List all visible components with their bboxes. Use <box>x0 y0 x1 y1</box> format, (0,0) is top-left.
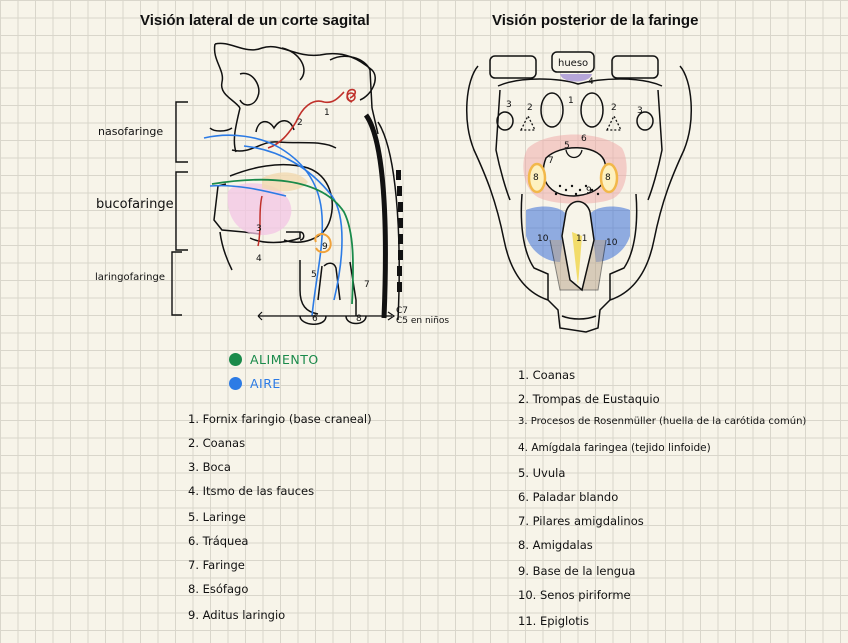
hueso-box <box>551 51 595 73</box>
right-bone-block <box>611 55 659 79</box>
right-number-11: 11 <box>576 234 588 244</box>
right-eustachian-tube <box>605 114 623 131</box>
palate-shape <box>262 172 308 192</box>
right-list-item: 5. Uvula <box>518 466 566 480</box>
left-list-item: 4. Itsmo de las fauces <box>188 484 315 498</box>
left-list-item: 6. Tráquea <box>188 534 249 548</box>
right-number-2-left: 2 <box>527 103 533 113</box>
aditus-mark <box>314 233 332 254</box>
right-tonsil-shape <box>599 162 619 194</box>
vertebra-label-c5: C5 en niños <box>396 316 450 326</box>
right-number-3-right: 3 <box>637 106 643 116</box>
vertebra-level-arrow <box>257 311 396 321</box>
legend-label-food: ALIMENTO <box>250 352 319 367</box>
right-diagram-title: Visión posterior de la faringe <box>492 12 699 29</box>
mouth-line <box>257 195 263 247</box>
right-list-item: 3. Procesos de Rosenmüller (huella de la… <box>518 416 807 427</box>
left-list-item: 5. Laringe <box>188 510 246 524</box>
left-number-3: 3 <box>256 224 262 234</box>
legend-item-air: AIRE <box>229 376 281 391</box>
right-number-6: 6 <box>581 134 587 144</box>
left-list-item: 3. Boca <box>188 460 231 474</box>
region-nasofaringe: nasofaringe <box>98 125 164 138</box>
left-diagram-title: Visión lateral de un corte sagital <box>140 12 370 29</box>
left-list-item: 7. Faringe <box>188 558 245 572</box>
vertebra-label-c7: C7 <box>396 306 409 316</box>
left-number-5: 5 <box>311 270 317 280</box>
hueso-label: hueso <box>558 58 589 69</box>
left-list-item: 8. Esófago <box>188 582 249 596</box>
left-number-9: 9 <box>322 242 328 252</box>
adenoid-shape <box>560 74 592 82</box>
left-number-4: 4 <box>256 254 262 264</box>
right-list-item: 2. Trompas de Eustaquio <box>518 392 660 406</box>
legend-item-food: ALIMENTO <box>229 352 319 367</box>
left-list-item: 1. Fornix faringio (base craneal) <box>188 412 372 426</box>
artery-path <box>267 88 357 149</box>
epiglottis-yellow <box>572 232 582 286</box>
right-list-item: 8. Amigdalas <box>518 538 593 552</box>
right-list-item: 1. Coanas <box>518 368 576 382</box>
right-number-5: 5 <box>564 141 570 151</box>
left-number-6: 6 <box>312 314 318 324</box>
spine <box>363 113 403 321</box>
right-number-7: 7 <box>548 156 554 166</box>
left-number-8: 8 <box>356 314 362 324</box>
right-number-4: 4 <box>588 77 594 87</box>
region-braces <box>171 101 188 316</box>
left-list-item: 2. Coanas <box>188 436 246 450</box>
oral-aperture <box>542 147 607 197</box>
right-list-item: 11. Epiglotis <box>518 614 589 628</box>
region-bucofaringe: bucofaringe <box>96 197 174 212</box>
right-list-item: 10. Senos piriforme <box>518 588 631 602</box>
air-color-dot <box>229 377 242 390</box>
food-pathway <box>211 178 354 305</box>
right-list-item: 7. Pilares amigdalinos <box>518 514 644 528</box>
right-number-1: 1 <box>568 96 574 106</box>
right-number-3-left: 3 <box>506 100 512 110</box>
right-number-2-right: 2 <box>611 103 617 113</box>
air-pathway <box>203 134 343 317</box>
region-laringofaringe: laringofaringe <box>95 272 165 283</box>
legend-label-air: AIRE <box>250 376 281 391</box>
left-number-1: 1 <box>324 108 330 118</box>
left-list-item: 9. Aditus laringio <box>188 608 286 622</box>
right-number-10-left: 10 <box>537 234 549 244</box>
left-number-7: 7 <box>364 280 370 290</box>
posterior-outline <box>466 65 692 333</box>
tongue-base-dots <box>554 184 600 196</box>
left-tonsil-shape <box>527 162 547 194</box>
right-list-item: 9. Base de la lengua <box>518 564 636 578</box>
food-color-dot <box>229 353 242 366</box>
left-number-2: 2 <box>297 118 303 128</box>
tongue-shape <box>227 183 292 236</box>
right-number-8-right: 8 <box>605 173 611 183</box>
uvula-shape <box>565 149 583 159</box>
left-eustachian-tube <box>519 114 537 131</box>
right-number-8-left: 8 <box>533 173 539 183</box>
right-number-10-right: 10 <box>606 238 618 248</box>
choanae <box>496 92 654 131</box>
right-number-9: 9 <box>586 186 592 196</box>
right-list-item: 6. Paladar blando <box>518 490 619 504</box>
left-bone-block <box>489 55 537 79</box>
right-list-item: 4. Amígdala faringea (tejido linfoide) <box>518 442 711 454</box>
